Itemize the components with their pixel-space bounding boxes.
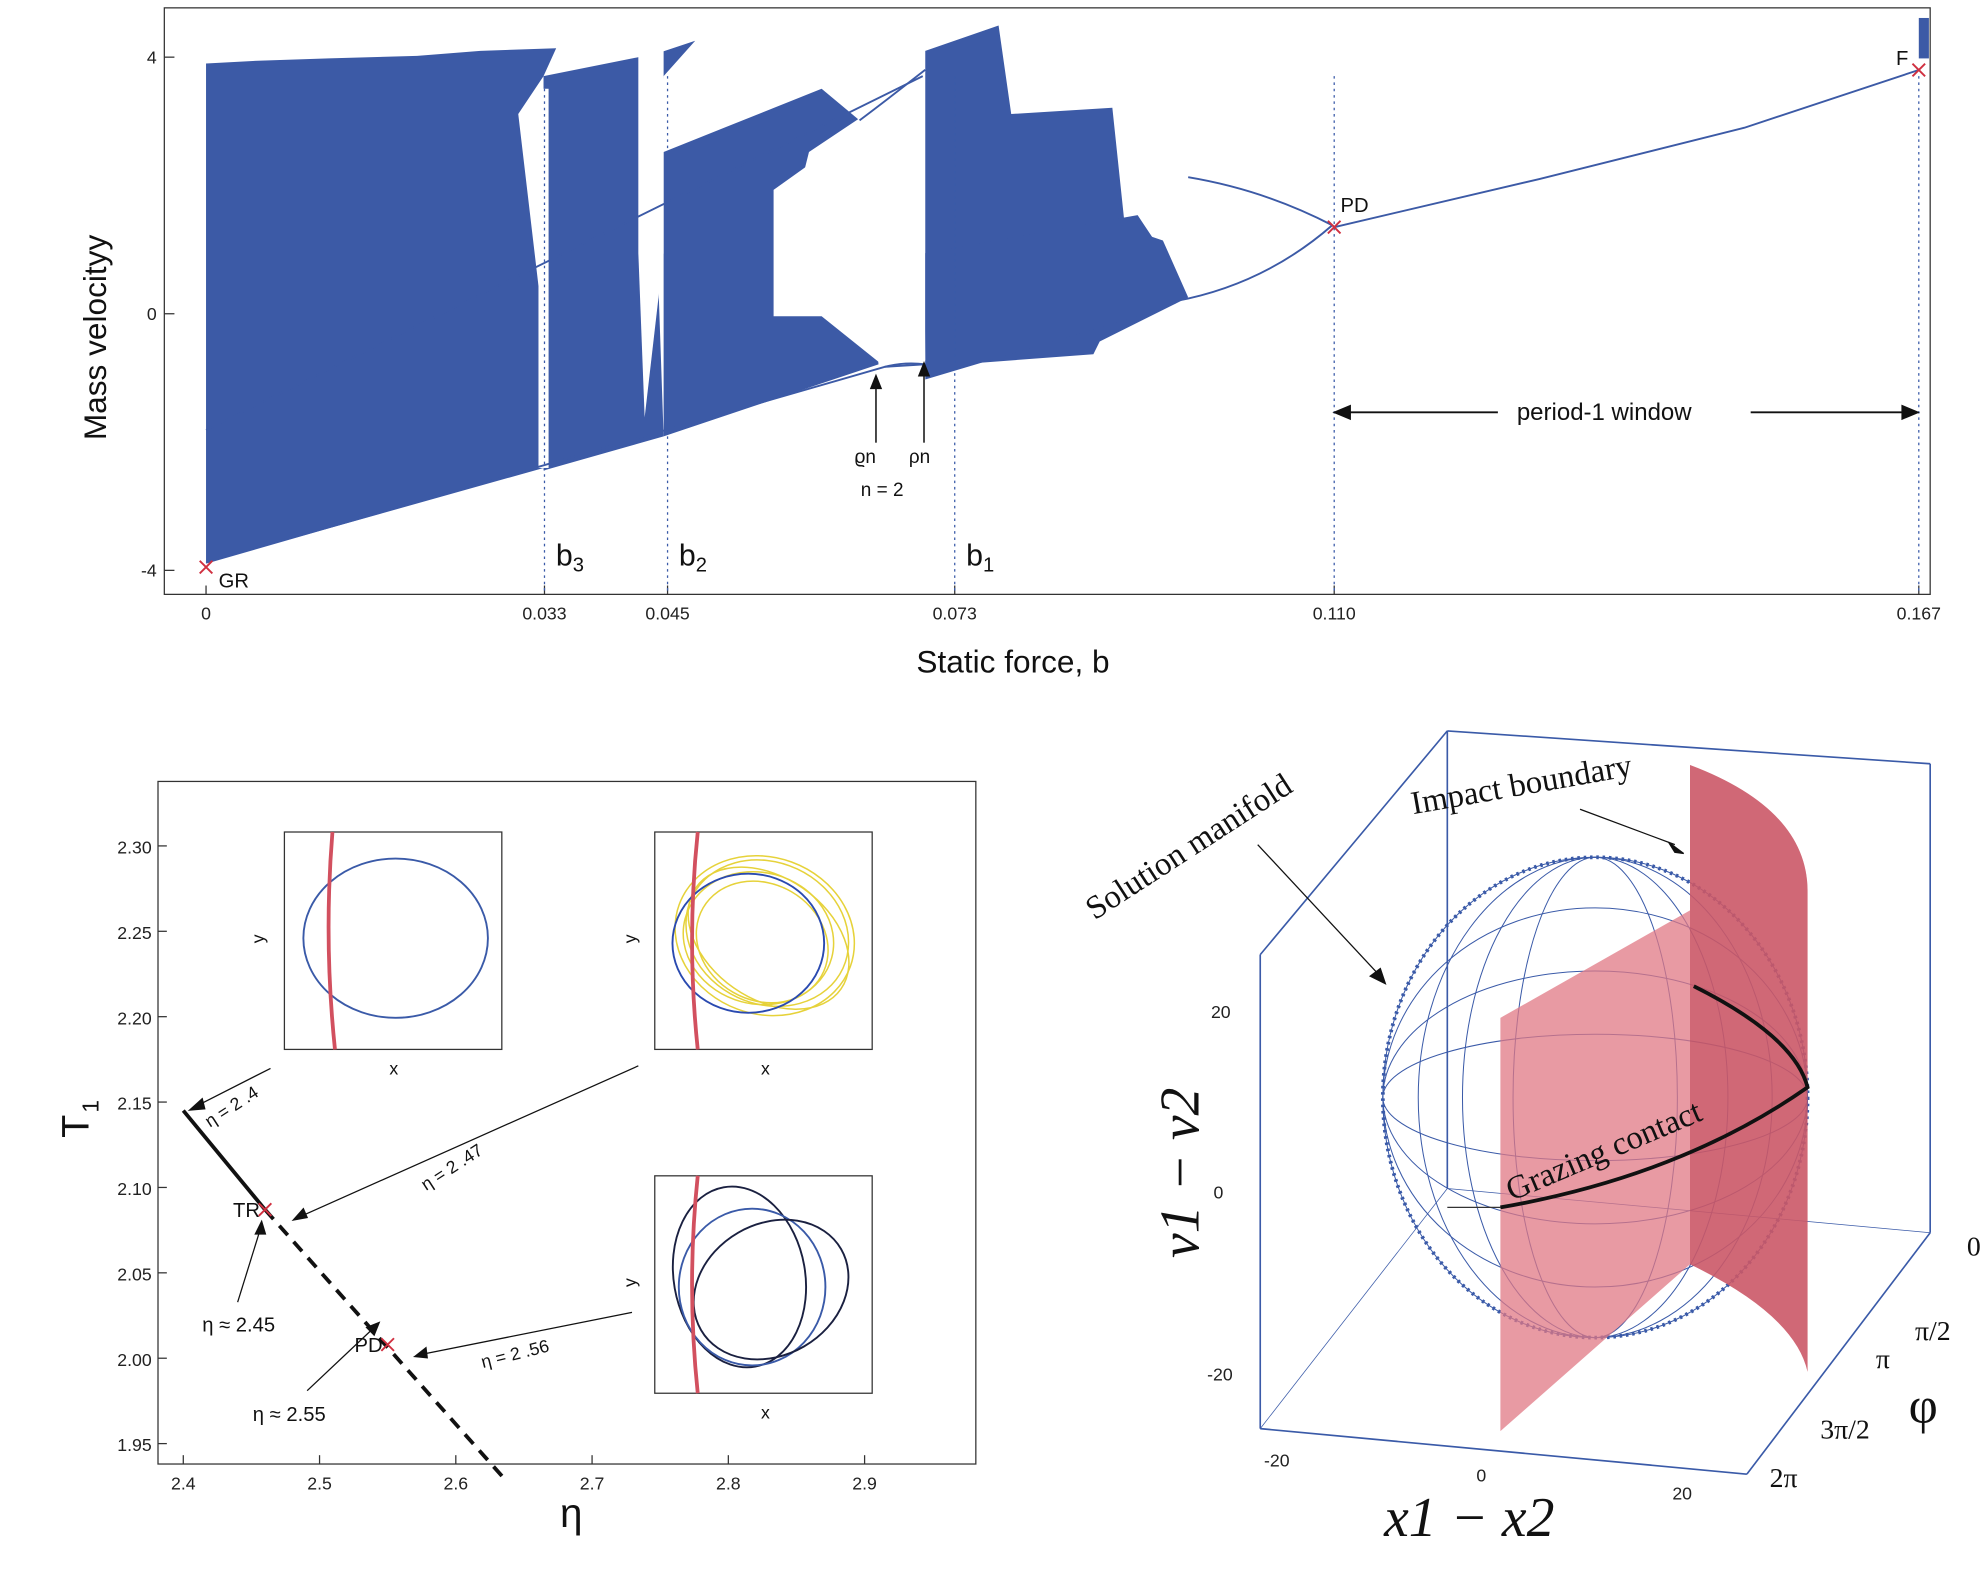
v-axis-ticks: 20 0 -20 <box>1207 1002 1233 1385</box>
rho-arrows <box>869 361 931 443</box>
x-tick: 20 <box>1672 1483 1692 1503</box>
phi-axis-label: φ <box>1909 1377 1938 1433</box>
marker-pd <box>1327 220 1342 235</box>
y-axis-label-sub: 1 <box>78 1100 104 1113</box>
x-tick-label: 2.7 <box>580 1473 605 1493</box>
v-tick: 20 <box>1211 1002 1231 1022</box>
marker-label: PD <box>1341 195 1369 217</box>
phi-tick: 0 <box>1967 1231 1981 1262</box>
y-tick-label: 2.20 <box>117 1008 152 1028</box>
boundary-label: b3 <box>556 539 584 576</box>
x-tick-label: 2.4 <box>171 1473 196 1493</box>
inset-torus: x y <box>620 831 873 1079</box>
y-axis-label-main: T <box>55 1115 97 1138</box>
impact-boundary-surface <box>1500 765 1808 1432</box>
pd-note: η ≈ 2.55 <box>253 1404 326 1426</box>
x-axis-label: Static force, b <box>916 644 1109 680</box>
grazing-contact-curve <box>1500 984 1810 1210</box>
y-tick-label: 2.00 <box>117 1350 152 1370</box>
boundary-label: b1 <box>966 539 994 576</box>
inset-period1: x y <box>248 831 503 1079</box>
solution-manifold-label: Solution manifold <box>1079 767 1299 927</box>
impact-boundary-label: Impact boundary <box>1408 748 1635 822</box>
period-1-window-arrow <box>1332 404 1920 421</box>
y-tick-label: 2.30 <box>117 837 152 857</box>
period-1-branch <box>1333 69 1920 229</box>
marker-tr <box>258 1202 273 1217</box>
x-tick: -20 <box>1264 1451 1290 1471</box>
phi-axis-ticks: 0 π/2 π 3π/2 2π <box>1770 1231 1981 1493</box>
marker-pd <box>380 1337 395 1352</box>
y-axis-label: Mass velocityy <box>77 235 113 441</box>
y-tick-label: 0 <box>147 304 157 324</box>
x-axis-label: x1 − x2 <box>1383 1487 1554 1549</box>
x-tick-label: 0.033 <box>522 604 566 624</box>
x-tick-label: 2.8 <box>716 1473 741 1493</box>
rho-label: ρn <box>909 447 930 468</box>
inset-arrows <box>187 1065 639 1359</box>
stable-branch <box>181 1109 267 1211</box>
y-tick-label: 2.15 <box>117 1094 152 1114</box>
marker-label: F <box>1896 48 1908 70</box>
v-tick: 0 <box>1213 1183 1223 1203</box>
plot-frame <box>157 780 977 1465</box>
period-1-window-label: period-1 window <box>1517 399 1692 426</box>
phi-tick: 3π/2 <box>1820 1415 1870 1446</box>
x-axis-label: η <box>560 1490 583 1536</box>
y-axis-label: T 1 <box>55 1100 103 1138</box>
y-tick-label: 2.25 <box>117 923 152 943</box>
white-windows <box>538 50 926 468</box>
marker-label: PD <box>355 1335 383 1357</box>
phi-tick: π <box>1876 1344 1890 1375</box>
x-axis-ticks: -20 0 20 <box>1264 1451 1692 1504</box>
inset-y-label: y <box>248 934 268 943</box>
x-tick-label: 0.110 <box>1313 604 1356 624</box>
inset-period2: x y <box>620 1175 873 1423</box>
inset-x-label: x <box>389 1059 398 1079</box>
marker-label: GR <box>219 570 249 592</box>
inset-x-label: x <box>761 1403 770 1423</box>
inset-y-label: y <box>620 1278 640 1287</box>
marker-label: TR <box>233 1200 260 1222</box>
boundary-label: b2 <box>679 539 707 576</box>
tr-note: η ≈ 2.45 <box>202 1314 275 1336</box>
y-tick-label: 2.10 <box>117 1179 152 1199</box>
annotation-arrows <box>1257 808 1685 985</box>
bifurcation-diagram: 0 0.033 0.045 0.073 0.110 0.167 -4 0 4 GR PD F b3… <box>77 7 1941 680</box>
unstable-branch <box>263 1208 505 1480</box>
x-tick-label: 2.9 <box>852 1473 877 1493</box>
t1-eta-plot: 2.4 2.5 2.6 2.7 2.8 2.9 1.95 2.00 2.05 2.10 2.15 2… <box>55 780 977 1536</box>
x-tick-label: 0.073 <box>933 604 977 624</box>
y-tick-label: 2.05 <box>117 1264 152 1284</box>
marker-note-arrows <box>237 1219 381 1392</box>
phi-tick: π/2 <box>1915 1316 1951 1347</box>
x-tick-label: 0.167 <box>1897 604 1941 624</box>
rho-varrho-label: ϱn <box>854 447 875 468</box>
y-tick-label: -4 <box>141 561 157 581</box>
marker-gr <box>199 560 214 575</box>
phi-tick: 2π <box>1770 1463 1798 1494</box>
x-tick-label: 0.045 <box>645 604 689 624</box>
inset-x-label: x <box>761 1059 770 1079</box>
eta-label-2-4: η = 2 .4 <box>201 1082 262 1131</box>
eta-label-2-47: η = 2 .47 <box>417 1140 486 1195</box>
x-tick-label: 2.6 <box>444 1473 469 1493</box>
y-tick-label: 4 <box>147 47 157 67</box>
x-tick-label: 0 <box>201 604 211 624</box>
inset-y-label: y <box>620 934 640 943</box>
plot-frame <box>163 7 1931 595</box>
x-tick: 0 <box>1476 1466 1486 1486</box>
y-tick-label: 1.95 <box>117 1435 152 1455</box>
n-label: n = 2 <box>861 480 904 501</box>
v-axis-label: v1 − v2 <box>1149 1088 1211 1258</box>
3d-phase-plot: Solution manifold Impact boundary Grazin… <box>1079 730 1981 1549</box>
chaotic-regions <box>206 17 1929 563</box>
marker-f <box>1911 62 1926 77</box>
v-tick: -20 <box>1207 1365 1233 1385</box>
x-tick-label: 2.5 <box>307 1473 332 1493</box>
